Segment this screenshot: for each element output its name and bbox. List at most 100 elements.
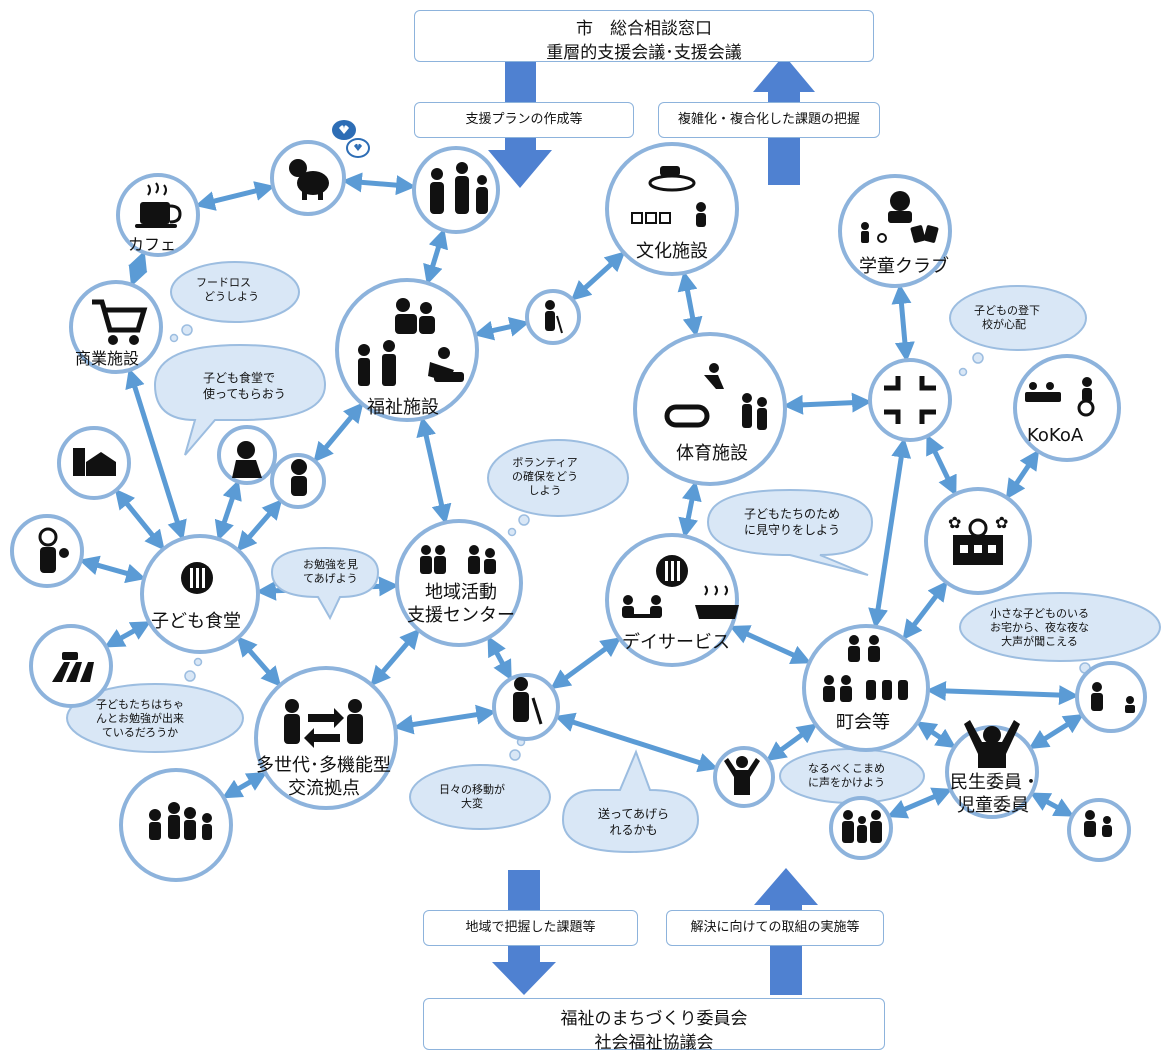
city-consultation-box: 市 総合相談窓口 重層的支援会議･支援会議 xyxy=(414,10,874,63)
node-label-welfare: 福祉施設 xyxy=(367,397,439,418)
node-circle-cross xyxy=(868,358,952,442)
idea-line: てあげよう xyxy=(303,572,358,585)
welfare-council-box: 福祉のまちづくり委員会 社会福祉協議会 xyxy=(423,998,885,1053)
idea-line: なるべくこまめ xyxy=(808,762,885,775)
heart-bubble-icon xyxy=(332,120,370,158)
culture-performance-icon xyxy=(631,166,706,227)
connector-arrow xyxy=(194,181,275,211)
boardgame-wheelchair-icon xyxy=(1025,377,1095,417)
node-circle-sports xyxy=(633,332,787,486)
connector-arrow xyxy=(393,704,497,735)
connector-arrow xyxy=(341,172,417,196)
thought-line: 日々の移動が xyxy=(439,783,505,796)
connector-arrow xyxy=(1028,714,1084,750)
idea-teach-study: お勉強を見 てあげよう xyxy=(303,558,358,586)
caregivers-group-icon xyxy=(430,162,488,214)
connector-arrow xyxy=(1005,449,1040,500)
caregiver-child-icon xyxy=(1084,810,1112,837)
cloud-dot xyxy=(958,367,968,377)
idea-line: に声をかけよう xyxy=(808,776,885,789)
connector-arrow xyxy=(416,416,452,525)
connector-arrow xyxy=(487,635,512,681)
crossroads-icon xyxy=(884,376,936,424)
idea-line: に見守りをしよう xyxy=(744,523,841,537)
thought-line: の確保をどう xyxy=(512,470,578,483)
svg-text:✿: ✿ xyxy=(995,513,1008,532)
thought-kids-walk: 子どもの登下 校が心配 xyxy=(974,304,1040,332)
cloud-dot xyxy=(193,657,203,667)
parent-child-icon xyxy=(291,459,307,496)
thought-line: しよう xyxy=(528,484,562,497)
node-label-center-line1: 地域活動 xyxy=(425,582,497,603)
connector-arrow xyxy=(677,270,703,338)
flow-label-support-plan: 支援プランの作成等 xyxy=(414,102,634,138)
cloud-dot xyxy=(169,333,179,343)
node-label-tasedai-line1: 多世代･多機能型 xyxy=(256,755,391,776)
elderly-cane-icon xyxy=(513,677,543,725)
cloud-night-voice xyxy=(959,592,1161,662)
idea-watch-kids: 子どもたちのため に見守りをしよう xyxy=(744,506,840,538)
support-conference-title: 重層的支援会議･支援会議 xyxy=(546,43,742,63)
connector-arrow xyxy=(423,228,448,285)
cloud-daily-move xyxy=(409,764,551,830)
elderly-cane-icon xyxy=(545,300,563,334)
node-label-center-line2: 支援センター xyxy=(407,605,515,626)
node-circle-caregiver xyxy=(1067,798,1131,862)
cloud-dot xyxy=(518,514,530,526)
thought-line: お宅から、夜な夜な xyxy=(990,621,1089,634)
connector-arrow xyxy=(236,499,283,552)
idea-line: 使ってもらおう xyxy=(203,387,286,401)
connector-arrow xyxy=(128,250,148,287)
meal-icon xyxy=(656,555,688,587)
connector-arrow xyxy=(886,787,953,819)
idea-line: 送ってあげら xyxy=(598,807,670,821)
church-building-icon xyxy=(73,448,116,476)
connector-arrow xyxy=(313,402,364,463)
cloud-food-loss xyxy=(170,261,300,323)
node-label-culture: 文化施設 xyxy=(636,241,708,262)
welfare-committee-title: 福祉のまちづくり委員会 xyxy=(560,1009,748,1029)
cloud-dot xyxy=(181,324,193,336)
connector-arrow xyxy=(104,621,152,648)
cloud-dot xyxy=(972,352,984,364)
shopping-cart-icon xyxy=(92,299,148,345)
node-label-minsei-line2: 児童委員 xyxy=(957,795,1029,816)
idea-line: お勉強を見 xyxy=(303,558,358,571)
cloud-dot xyxy=(184,670,196,682)
coffee-cup-icon xyxy=(135,182,182,228)
parent-toddler-icon xyxy=(1091,682,1135,713)
school-building-icon: ✿✿ xyxy=(948,513,1008,565)
connector-arrow xyxy=(915,721,957,749)
node-circle-farm xyxy=(29,624,113,708)
thought-kids-study: 子どもたちはちゃ んとお勉強が出来 ているだろうか xyxy=(96,698,184,740)
cloud-kids-study xyxy=(66,683,244,753)
connector-arrow xyxy=(891,283,915,363)
node-label-gakudo: 学童クラブ xyxy=(859,256,949,277)
bathtub-icon xyxy=(695,585,739,619)
welfare-care-icon xyxy=(358,298,464,386)
node-label-tasedai-line2: 交流拠点 xyxy=(288,778,360,799)
thought-line: 小さな子どものいる xyxy=(990,607,1089,620)
connector-arrow xyxy=(902,580,948,641)
farm-field-icon xyxy=(52,652,94,682)
thought-volunteer: ボランティア の確保をどう しよう xyxy=(512,456,578,498)
connector-arrow xyxy=(678,480,702,539)
thought-line: 子どもの登下 xyxy=(974,304,1040,317)
raised-arms-person-icon xyxy=(964,720,1020,768)
thought-line: ボランティア xyxy=(512,456,578,469)
dog-icon xyxy=(289,159,329,200)
node-label-day-service: デイサービス xyxy=(622,632,730,653)
cheerful-person-icon xyxy=(724,756,760,795)
node-circle-gakudo xyxy=(838,174,952,288)
connector-arrow xyxy=(729,625,812,665)
node-circles xyxy=(10,140,1147,882)
idea-give-ride: 送ってあげら れるかも xyxy=(598,806,669,838)
idea-line: れるかも xyxy=(609,823,658,837)
node-circle-parentkid xyxy=(1075,661,1147,733)
flow-label-solutions: 解決に向けての取組の実施等 xyxy=(666,910,884,946)
connector-arrow xyxy=(765,723,818,762)
kids-playing-icon xyxy=(861,191,939,243)
connector-arrow xyxy=(926,434,957,496)
thought-food-loss: フードロス どうしよう xyxy=(196,276,259,304)
